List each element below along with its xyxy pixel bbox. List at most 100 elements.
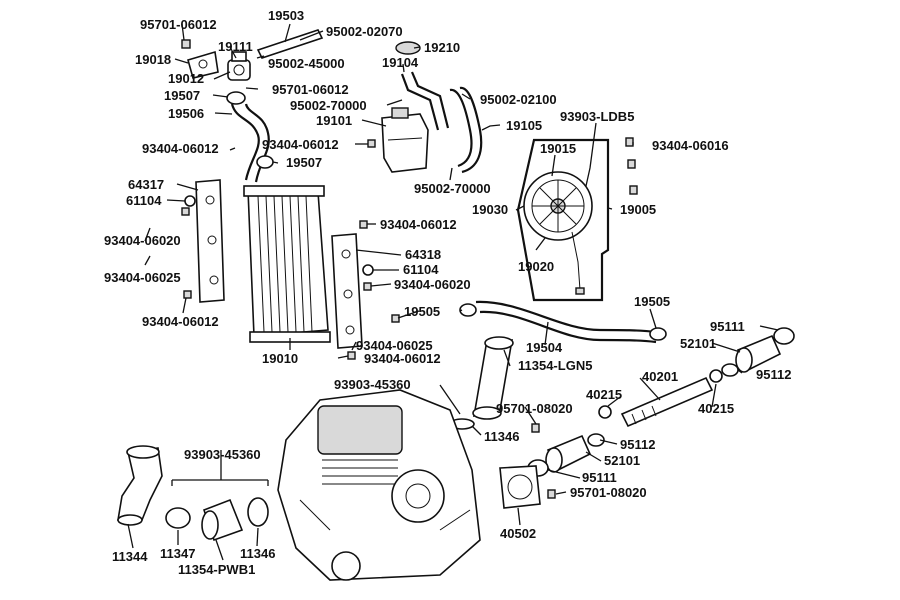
callout-93404-06025-a: 93404-06025 (104, 270, 181, 285)
engine-assembly (277, 389, 481, 581)
washer-40215-b (709, 369, 723, 383)
bracket-64317 (195, 179, 225, 303)
callout-93404-06012-c: 93404-06012 (380, 217, 457, 232)
callout-19012: 19012 (168, 71, 204, 86)
callout-95111-a: 95111 (710, 319, 745, 334)
thermostat-19111 (227, 51, 251, 81)
clamp-19505-right (649, 327, 667, 341)
callout-11354-lgn5: 11354-LGN5 (518, 358, 592, 373)
callout-19507-b: 19507 (286, 155, 322, 170)
callout-19015: 19015 (540, 141, 576, 156)
callout-40201: 40201 (642, 369, 678, 384)
leader-lines (127, 23, 779, 561)
callout-19505-a: 19505 (404, 304, 440, 319)
boot-11354-pwb1 (201, 498, 244, 542)
clamp-19507-upper (226, 91, 246, 105)
radiator-bolts (181, 139, 400, 360)
fan-19030 (523, 171, 593, 241)
callout-52101-b: 52101 (604, 453, 640, 468)
callout-11347: 11347 (160, 546, 195, 561)
callout-95112-a: 95112 (756, 367, 791, 382)
callout-19111: 19111 (218, 39, 253, 54)
callout-93404-06020-b: 93404-06020 (394, 277, 471, 292)
callout-19210: 19210 (424, 40, 460, 55)
callout-95701-06012-a: 95701-06012 (140, 17, 217, 32)
clamp-11347 (165, 507, 191, 529)
callout-19506: 19506 (168, 106, 204, 121)
reservoir-19101 (381, 107, 429, 173)
callout-19503: 19503 (268, 8, 304, 23)
callout-19507-a: 19507 (164, 88, 200, 103)
callout-95002-45000: 95002-45000 (268, 56, 345, 71)
callout-11344: 11344 (112, 549, 148, 564)
callout-11346-a: 11346 (484, 429, 519, 444)
callout-95111-b: 95111 (582, 470, 617, 485)
callout-52101-a: 52101 (680, 336, 716, 351)
fan-frame-outline (516, 138, 610, 302)
callout-93404-06012-d: 93404-06012 (142, 314, 219, 329)
callout-labels: 95701-06012 19503 95002-02070 19018 1911… (104, 8, 791, 577)
callout-61104-b: 61104 (403, 262, 439, 277)
group-bracket-93903-45360 (171, 479, 269, 486)
bracket-19018 (187, 50, 219, 79)
radiator-19010 (243, 185, 331, 343)
hose-19104 (400, 71, 450, 131)
clamp-95112-lower (587, 433, 605, 447)
callout-93404-06025-b: 93404-06025 (356, 338, 433, 353)
callout-64318: 64318 (405, 247, 441, 262)
callout-19104: 19104 (382, 55, 419, 70)
cap-19210 (395, 41, 421, 55)
callout-19030: 19030 (472, 202, 508, 217)
callout-95701-06012-b: 95701-06012 (272, 82, 349, 97)
bolts-93404-06016 (625, 137, 638, 195)
boot-52101-upper (735, 334, 782, 373)
callout-95112-b: 95112 (620, 437, 655, 452)
housing-40502 (499, 465, 541, 509)
callout-95002-70000-a: 95002-70000 (290, 98, 367, 113)
callout-95002-02100: 95002-02100 (480, 92, 557, 107)
callout-95002-70000-b: 95002-70000 (414, 181, 491, 196)
fan-lead-19020 (571, 231, 585, 295)
callout-93404-06012-e: 93404-06012 (364, 351, 441, 366)
callout-40215-b: 40215 (698, 401, 734, 416)
intake-11344 (117, 445, 163, 526)
bracket-64318 (331, 233, 363, 349)
intake-boot-11354-lgn5 (472, 336, 514, 420)
callout-61104-a: 61104 (126, 193, 162, 208)
boot-52101-lower (545, 434, 592, 473)
callout-95701-08020-b: 95701-08020 (570, 485, 647, 500)
hose-19105 (449, 86, 483, 174)
callout-40215-a: 40215 (586, 387, 622, 402)
callout-40502: 40502 (500, 526, 536, 541)
callout-19504: 19504 (526, 340, 563, 355)
clamp-19505-left (459, 303, 477, 317)
bolt-95701-06012-top (181, 39, 191, 49)
callout-19005: 19005 (620, 202, 656, 217)
clamp-19507-lower (256, 155, 274, 169)
callout-64317: 64317 (128, 177, 164, 192)
callout-93903-ldb5: 93903-LDB5 (560, 109, 634, 124)
callout-93404-06020-a: 93404-06020 (104, 233, 181, 248)
callout-93404-06012-a: 93404-06012 (142, 141, 219, 156)
callout-19010: 19010 (262, 351, 298, 366)
clamp-95112-upper (721, 363, 739, 377)
callout-19018: 19018 (135, 52, 171, 67)
callout-93404-06012-b: 93404-06012 (262, 137, 339, 152)
callout-93404-06016: 93404-06016 (652, 138, 729, 153)
clamp-95111-upper (773, 327, 795, 345)
pipe-19503 (256, 29, 324, 59)
callout-19105: 19105 (506, 118, 542, 133)
shaft-40201 (620, 376, 714, 428)
callout-93903-45360-a: 93903-45360 (334, 377, 411, 392)
clamp-11346-lower (247, 497, 269, 527)
callout-19101: 19101 (316, 113, 352, 128)
callout-11346-b: 11346 (240, 546, 275, 561)
washer-40215-a (598, 405, 612, 419)
callout-11354-pwb1: 11354-PWB1 (178, 562, 255, 577)
callout-95701-08020-a: 95701-08020 (496, 401, 573, 416)
callout-19505-b: 19505 (634, 294, 670, 309)
callout-19020: 19020 (518, 259, 554, 274)
hose-19504 (475, 300, 657, 344)
callout-95002-02070: 95002-02070 (326, 24, 403, 39)
